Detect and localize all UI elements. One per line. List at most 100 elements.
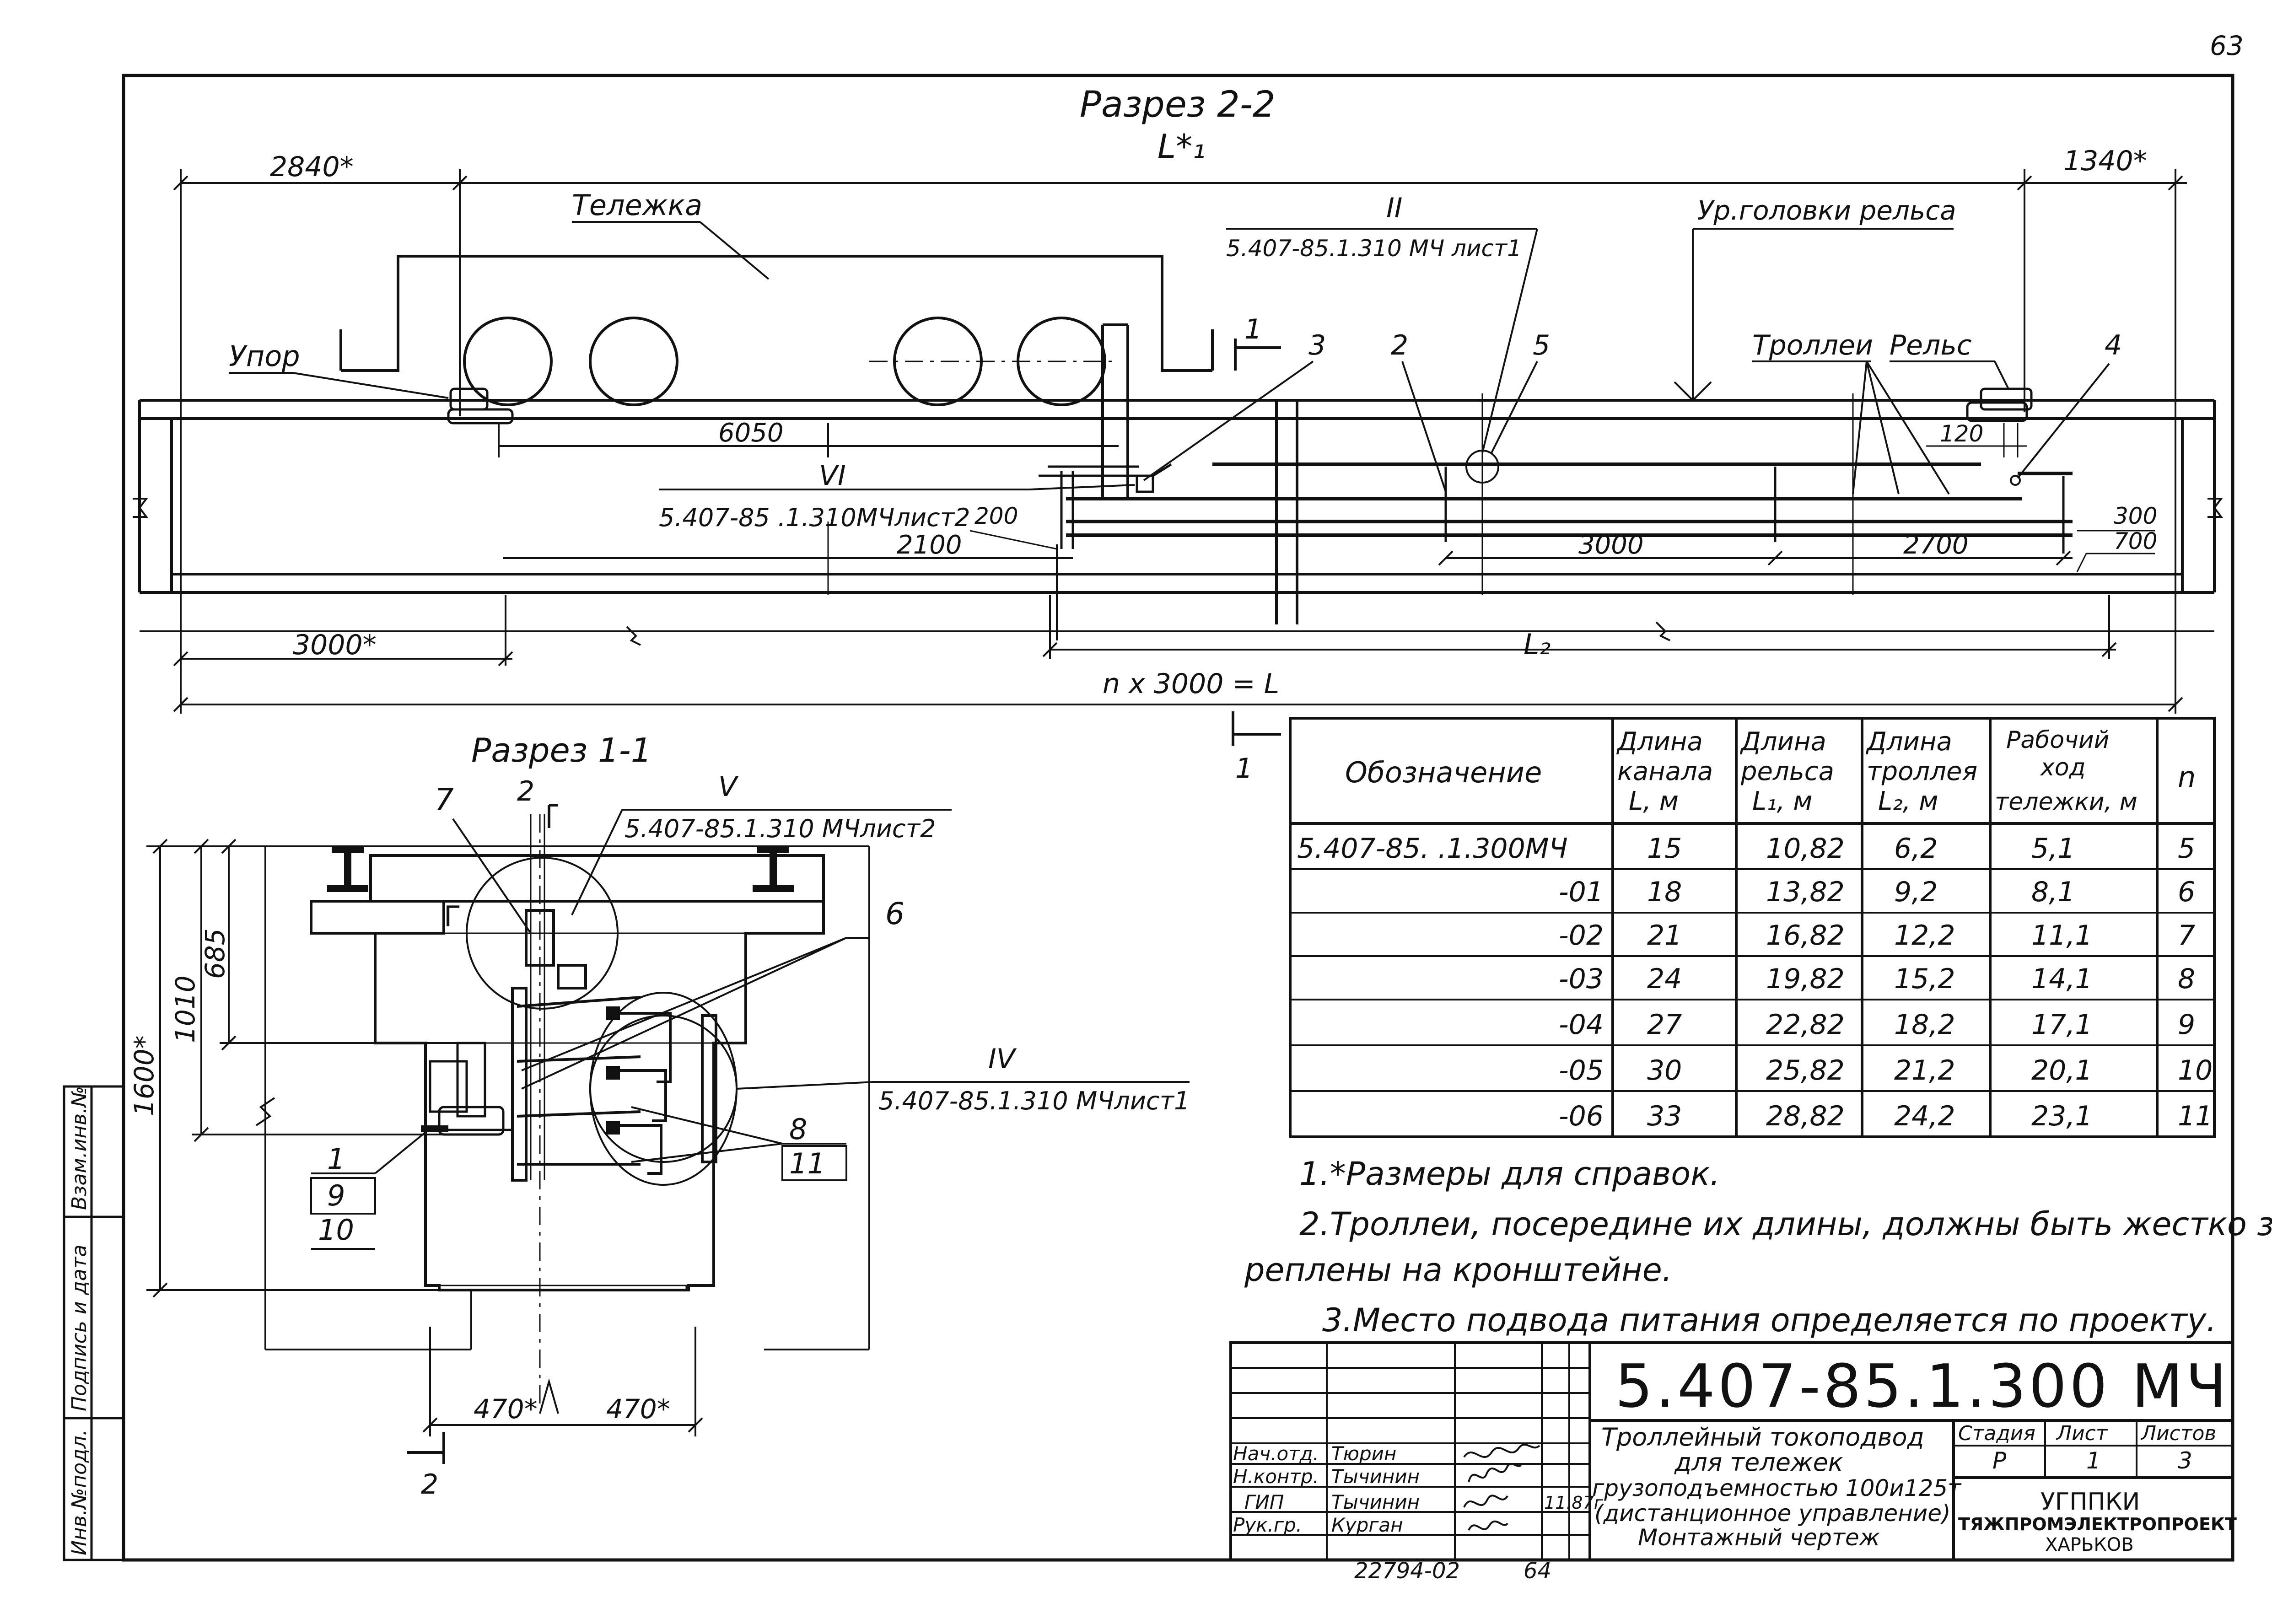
table-cell-r1-c5: 6 [2178, 876, 2195, 908]
trolley-body [339, 255, 1214, 499]
table-cell-r5-c2: 25,82 [1766, 1054, 1845, 1086]
dim-2100: 2100 [897, 530, 962, 560]
name-2: Тычинин [1331, 1465, 1420, 1488]
table-cell-r0-c0: 5.407-85. .1.300МЧ [1297, 833, 1568, 865]
table-cell-r0-c3: 6,2 [1894, 833, 1938, 865]
table-cell-r1-c3: 9,2 [1894, 876, 1938, 908]
table-cell-r6-c1: 33 [1647, 1100, 1682, 1132]
table-cell-r6-c5: 11 [2178, 1100, 2213, 1132]
table-cell-r0-c4: 5,1 [2031, 833, 2075, 865]
table-cell-r4-c0: -04 [1559, 1009, 1604, 1041]
pos-11: 11 [789, 1147, 825, 1180]
role-3: ГИП [1244, 1491, 1284, 1513]
note-2-line-1: 2.Троллеи, посередине их длины, должны б… [1299, 1205, 2272, 1243]
ref-VI-sheet: 5.407-85 .1.310МЧлист2 [659, 503, 970, 532]
dim-1340: 1340* [2063, 145, 2147, 177]
cut-1-marker-top [1234, 339, 1281, 371]
table-cell-r4-c4: 17,1 [2031, 1009, 2093, 1041]
ref-VI-num: VI [819, 460, 846, 492]
cut-1-mark-bottom: 1 [1235, 753, 1253, 785]
table-cell-r2-c5: 7 [2178, 920, 2195, 952]
notes: 1.*Размеры для справок. 2.Троллеи, посер… [1244, 1155, 2272, 1339]
role-2: Н.контр. [1233, 1465, 1319, 1488]
dim-2840: 2840* [270, 151, 354, 183]
pos-5: 5 [1533, 329, 1550, 361]
inner-equipment [421, 1042, 512, 1136]
org-line-1: УГППКИ [2040, 1488, 2140, 1516]
table-cell-r1-c1: 18 [1647, 876, 1682, 908]
cut-2-mark-bottom: 2 [421, 1468, 438, 1500]
dim-120: 120 [1940, 420, 1983, 447]
label-rail-head: Ур.головки рельса [1697, 195, 1956, 226]
table-cell-r3-c3: 15,2 [1894, 963, 1955, 995]
org-line-3: ХАРЬКОВ [2045, 1534, 2134, 1555]
table-cell-r5-c5: 10 [2178, 1054, 2213, 1086]
table-cell-r2-c1: 21 [1647, 920, 1682, 952]
table-cell-r0-c5: 5 [2178, 833, 2195, 865]
side-stamp-podpis: Подпись и дата [68, 1245, 91, 1411]
table-cell-r5-c0: -05 [1559, 1054, 1604, 1086]
dim-6050: 6050 [718, 418, 784, 448]
total-length: n x 3000 = L [1103, 668, 1279, 700]
sheets-value: 3 [2178, 1447, 2192, 1474]
pos-7: 7 [435, 782, 454, 817]
rail-left [327, 846, 368, 892]
ref-V-sheet: 5.407-85.1.310 МЧлист2 [625, 814, 936, 843]
table-cell-r3-c0: -03 [1559, 963, 1604, 995]
l1-label: L*₁ [1158, 127, 1206, 166]
table-cell-r4-c1: 27 [1647, 1009, 1682, 1041]
sign-date: 11.87г [1544, 1493, 1604, 1513]
desc-line-4: (дистанционное управление). [1594, 1500, 1958, 1527]
table-header-n: n [2178, 760, 2196, 794]
dim-3000: 3000 [1578, 530, 1644, 560]
dim-2700: 2700 [1903, 530, 1969, 560]
dim-1600: 1600* [129, 1035, 160, 1116]
doc-code: 5.407-85.1.300 МЧ [1615, 1351, 2229, 1421]
desc-line-2: для тележек [1674, 1448, 1843, 1477]
channel-cross-section [310, 854, 825, 1291]
section-1-1-title: Разрез 1-1 [471, 731, 652, 769]
table-cell-r6-c0: -06 [1559, 1100, 1604, 1132]
channel-2-2 [138, 399, 2216, 624]
section-1-1: Разрез 1-1 1600* 1010 685 [129, 731, 1190, 1500]
table-cell-r3-c4: 14,1 [2031, 963, 2093, 995]
letter-g: Г [444, 900, 461, 933]
pos-10: 10 [318, 1213, 354, 1247]
desc-line-3: грузоподъемностью 100и125т [1592, 1475, 1962, 1501]
table-cell-r5-c4: 20,1 [2031, 1054, 2093, 1086]
pos-1: 1 [327, 1142, 345, 1176]
role-4: Рук.гр. [1233, 1514, 1302, 1536]
table-cell-r2-c4: 11,1 [2031, 920, 2093, 952]
pos-6: 6 [885, 896, 904, 931]
sheet-frame [122, 74, 2234, 1562]
note-1: 1.*Размеры для справок. [1299, 1155, 1720, 1193]
cut-1-marker-bottom [1232, 711, 1281, 746]
section-2-2-title: Разрез 2-2 [1080, 84, 1275, 125]
side-stamp-vzam-inv: Взам.инв.№ [68, 1086, 91, 1210]
role-1: Нач.отд. [1233, 1442, 1319, 1465]
ref-IV-num: IV [988, 1043, 1017, 1075]
table-cell-r3-c2: 19,82 [1766, 963, 1845, 995]
label-trolleys: Троллеи [1752, 329, 1873, 361]
ref-II-num: II [1386, 192, 1402, 224]
side-stamp-inv-podl: Инв.№подл. [68, 1429, 91, 1555]
section-2-2: Разрез 2-2 L*₁ 2840* 1340* [133, 84, 2223, 785]
label-stop: Упор [229, 339, 300, 373]
label-rail: Рельс [1890, 329, 1972, 361]
pos-9: 9 [327, 1179, 345, 1212]
pos-8: 8 [789, 1113, 807, 1146]
desc-line-1: Троллейный токоподвод [1601, 1423, 1924, 1452]
table-header-designation: Обозначение [1345, 756, 1542, 789]
table-cell-r1-c2: 13,82 [1766, 876, 1845, 908]
sheet-value: 1 [2086, 1447, 2101, 1474]
pos-2: 2 [1391, 329, 1408, 361]
note-3: 3.Место подвода питания определяется по … [1322, 1301, 2217, 1339]
table-cell-r3-c5: 8 [2178, 963, 2195, 995]
table-cell-r0-c2: 10,82 [1766, 833, 1845, 865]
table-cell-r4-c3: 18,2 [1894, 1009, 1955, 1041]
table-cell-r4-c5: 9 [2178, 1009, 2195, 1041]
pos-4: 4 [2105, 329, 2122, 361]
